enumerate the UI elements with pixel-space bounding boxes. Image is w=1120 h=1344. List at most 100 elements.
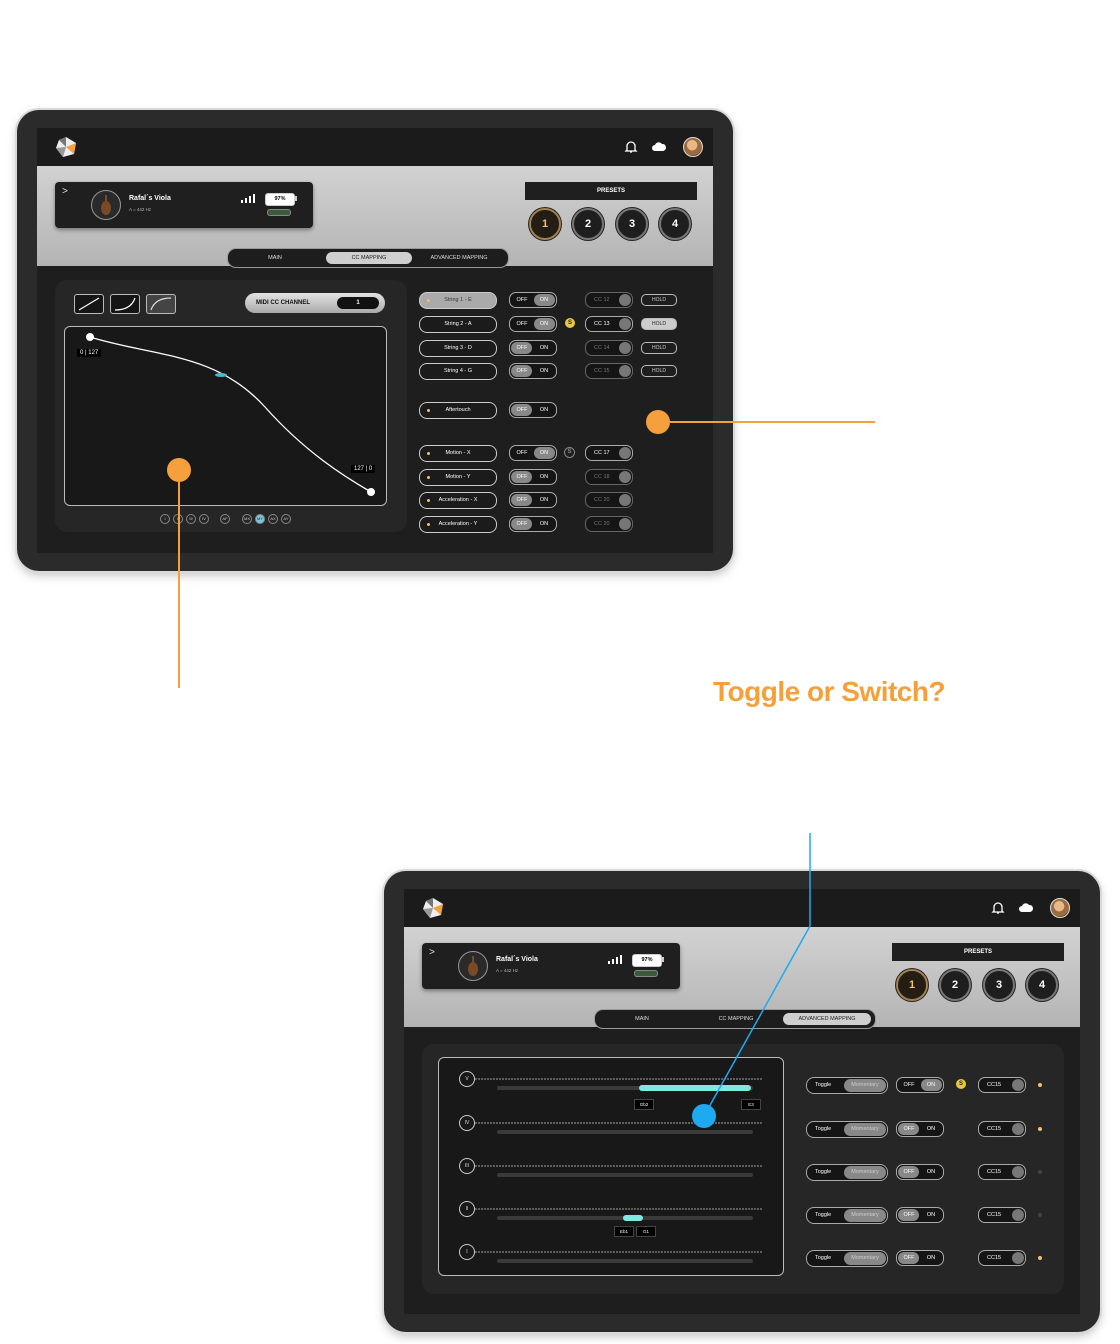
row-cc-string-1[interactable]: CC 12: [585, 292, 633, 308]
row-hold-string-2[interactable]: HOLD: [641, 318, 677, 330]
row-cc-string-ii[interactable]: CC15: [978, 1207, 1026, 1223]
row-label-string-3[interactable]: String 3 - D: [419, 340, 497, 357]
note-label-low: Gb2: [634, 1099, 654, 1110]
preset-button-3[interactable]: 3: [616, 208, 648, 240]
row-cc-accel-x[interactable]: CC 20: [585, 492, 633, 508]
row-hold-string-1[interactable]: HOLD: [641, 294, 677, 306]
preset-button-1[interactable]: 1: [529, 208, 561, 240]
note-label-high: E3: [741, 1099, 761, 1110]
motion-x-button[interactable]: MX: [242, 514, 252, 524]
viola-icon: [91, 190, 121, 220]
tab-main[interactable]: MAIN: [268, 255, 282, 261]
row-label-motion-x[interactable]: Motion - X: [419, 445, 497, 462]
tab-advanced-mapping[interactable]: ADVANCED MAPPING: [783, 1013, 871, 1025]
chevron-right-icon[interactable]: >: [429, 947, 435, 958]
cloud-icon[interactable]: [651, 139, 667, 155]
string-v-button[interactable]: V: [459, 1071, 475, 1087]
row-cc-motion-x[interactable]: CC 17: [585, 445, 633, 461]
velocity-curve-graph[interactable]: 0 | 127 127 | 0: [64, 326, 387, 506]
row-hold-string-4[interactable]: HOLD: [641, 365, 677, 377]
row-cc-string-iii[interactable]: CC15: [978, 1164, 1026, 1180]
midi-cc-channel-label: MIDI CC CHANNEL: [256, 300, 310, 306]
bell-icon[interactable]: [990, 900, 1006, 916]
midi-cc-channel-select[interactable]: MIDI CC CHANNEL 1: [245, 293, 385, 313]
row-label-accel-y[interactable]: Acceleration - Y: [419, 516, 497, 533]
row-cc-motion-y[interactable]: CC 18: [585, 469, 633, 485]
battery-cap: [295, 196, 297, 201]
string-range-panel[interactable]: V IV III II I: [438, 1057, 784, 1276]
presets-label: PRESETS: [892, 943, 1064, 961]
tab-cc-mapping[interactable]: CC MAPPING: [718, 1016, 754, 1022]
row-label-aftertouch[interactable]: Aftertouch: [419, 402, 497, 419]
row-label-string-2[interactable]: String 2 - A: [419, 316, 497, 333]
accel-y-button[interactable]: AY: [281, 514, 291, 524]
row-cc-string-2[interactable]: CC 13: [585, 316, 633, 332]
row-hold-string-3[interactable]: HOLD: [641, 342, 677, 354]
battery-level: 97%: [632, 954, 662, 967]
instrument-name: Rafal´s Viola: [129, 195, 171, 202]
preset-button-1[interactable]: 1: [896, 969, 928, 1001]
row-cc-string-i[interactable]: CC15: [978, 1250, 1026, 1266]
string-iv-button[interactable]: IV: [459, 1115, 475, 1131]
row-cc-string-iv[interactable]: CC15: [978, 1121, 1026, 1137]
row-label-string-1[interactable]: String 1 - E: [419, 292, 497, 309]
row-label-motion-y[interactable]: Motion - Y: [419, 469, 497, 486]
row-cc-string-3[interactable]: CC 14: [585, 340, 633, 356]
tab-advanced-mapping[interactable]: ADVANCED MAPPING: [430, 255, 488, 261]
exponential-curve-button[interactable]: [110, 294, 140, 314]
bell-icon[interactable]: [623, 139, 639, 155]
string-iii-button[interactable]: III: [459, 1158, 475, 1174]
row-label-string-4[interactable]: String 4 - G: [419, 363, 497, 380]
preset-button-4[interactable]: 4: [1026, 969, 1058, 1001]
preset-button-2[interactable]: 2: [572, 208, 604, 240]
string-i-button[interactable]: I: [160, 514, 170, 524]
string-iii-button[interactable]: III: [186, 514, 196, 524]
row-label-accel-x[interactable]: Acceleration - X: [419, 492, 497, 509]
string-i-button[interactable]: I: [459, 1244, 475, 1260]
chevron-right-icon[interactable]: >: [62, 186, 68, 197]
avatar[interactable]: [1050, 898, 1070, 918]
linear-curve-button[interactable]: [74, 294, 104, 314]
advanced-panel: V IV III II I: [422, 1044, 1064, 1294]
preset-button-4[interactable]: 4: [659, 208, 691, 240]
avatar[interactable]: [683, 137, 703, 157]
string-iv-button[interactable]: IV: [199, 514, 209, 524]
cloud-icon[interactable]: [1018, 900, 1034, 916]
row-cc-string-4[interactable]: CC 15: [585, 363, 633, 379]
log-curve-button[interactable]: [146, 294, 176, 314]
top-bar: [37, 128, 713, 166]
start-point-label: 0 | 127: [77, 349, 102, 357]
instrument-card[interactable]: > Rafal´s Viola A = 442 Hz 97%: [55, 182, 313, 228]
row-cc-accel-y[interactable]: CC 20: [585, 516, 633, 532]
instrument-card[interactable]: > Rafal´s Viola A = 442 Hz 97%: [422, 943, 680, 989]
motion-y-button[interactable]: MY: [255, 514, 265, 524]
string-ii-button[interactable]: II: [459, 1201, 475, 1217]
preset-button-3[interactable]: 3: [983, 969, 1015, 1001]
preset-button-2[interactable]: 2: [939, 969, 971, 1001]
tuning-label: A = 442 Hz: [129, 207, 152, 212]
accel-x-button[interactable]: AX: [268, 514, 278, 524]
tab-cc-mapping[interactable]: CC MAPPING: [326, 252, 412, 264]
row-cc-string-v[interactable]: CC15: [978, 1077, 1026, 1093]
tab-main[interactable]: MAIN: [635, 1016, 649, 1022]
aftertouch-button[interactable]: AF: [220, 514, 230, 524]
